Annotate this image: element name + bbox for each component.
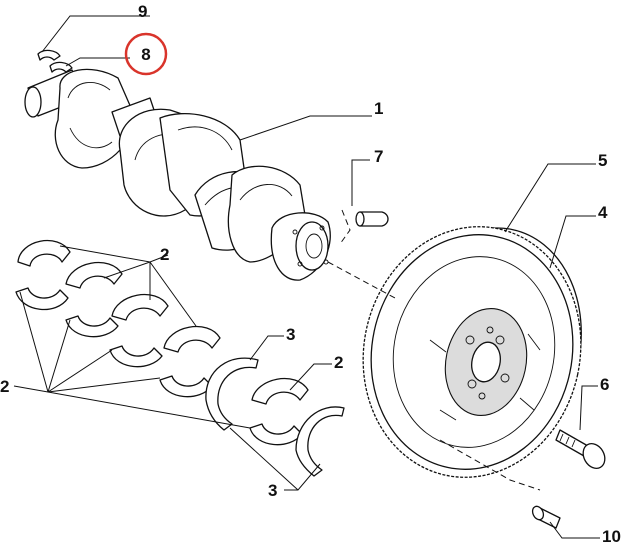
bearing-shells[interactable]: [15, 239, 309, 446]
dowel-pin[interactable]: [355, 211, 389, 227]
callout-2-right: 2: [334, 353, 343, 372]
callout-3-upper: 3: [286, 325, 295, 344]
callout-3-lower: 3: [268, 481, 277, 500]
flywheel-bolt[interactable]: [555, 429, 609, 472]
callout-2-upper: 2: [160, 245, 169, 264]
woodruff-keys[interactable]: [37, 49, 73, 73]
callout-8: 8: [141, 45, 150, 64]
flywheel-dowel[interactable]: [531, 505, 561, 529]
callout-2-left: 2: [0, 377, 9, 396]
callout-6: 6: [600, 375, 609, 394]
callout-5: 5: [598, 151, 607, 170]
callout-1: 1: [374, 99, 383, 118]
callout-9: 9: [138, 2, 147, 21]
callout-7: 7: [374, 147, 383, 166]
callout-4: 4: [598, 203, 608, 222]
crankshaft[interactable]: [24, 68, 331, 281]
thrust-washers[interactable]: [205, 357, 345, 477]
highlight-circle: [124, 32, 168, 76]
assembly-axis-lines: [327, 209, 541, 491]
flywheel[interactable]: [340, 206, 604, 497]
leader-lines: [13, 15, 600, 539]
callout-10: 10: [602, 527, 621, 545]
